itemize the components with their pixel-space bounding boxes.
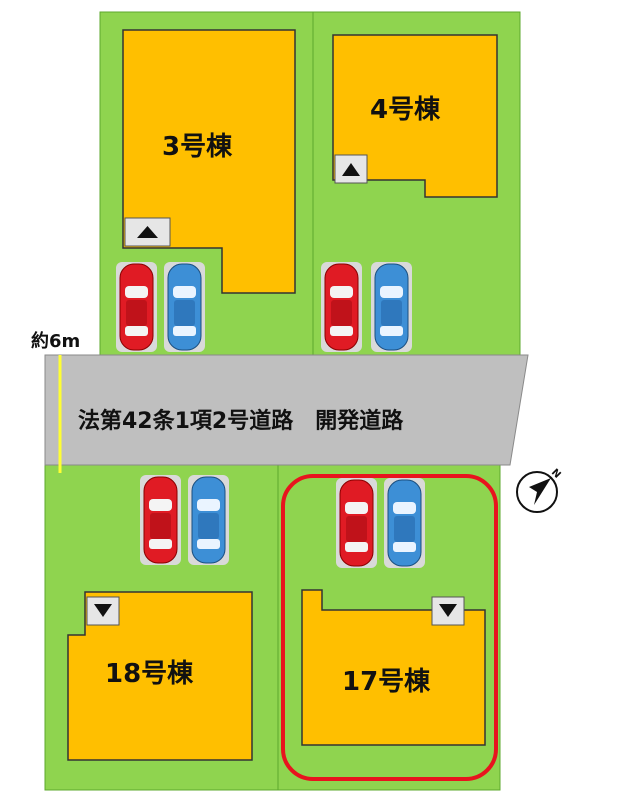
compass-icon: N xyxy=(516,467,563,513)
car-icon xyxy=(187,474,230,566)
highlight-outline-17 xyxy=(281,474,498,781)
car-icon xyxy=(320,261,363,353)
car-icon xyxy=(383,477,426,569)
building-4-label: 4号棟 xyxy=(370,95,441,125)
building-17-label: 17号棟 xyxy=(342,667,431,697)
triangle-down-icon xyxy=(94,604,112,617)
building-3-label: 3号棟 xyxy=(162,132,233,162)
car-icon xyxy=(370,261,413,353)
triangle-up-icon xyxy=(342,163,360,176)
entrance-marker-18 xyxy=(86,596,120,626)
building-4 xyxy=(332,34,498,198)
building-18-label: 18号棟 xyxy=(105,659,194,689)
road-label: 法第42条1項2号道路 開発道路 xyxy=(78,408,404,434)
car-icon xyxy=(335,477,378,569)
triangle-up-icon xyxy=(137,226,158,238)
triangle-down-icon xyxy=(439,604,457,617)
car-icon xyxy=(139,474,182,566)
building-18 xyxy=(67,591,253,761)
road xyxy=(44,354,529,466)
car-icon xyxy=(163,261,206,353)
car-icon xyxy=(115,261,158,353)
road-width-label: 約6m xyxy=(31,330,80,352)
building-17 xyxy=(301,589,486,746)
